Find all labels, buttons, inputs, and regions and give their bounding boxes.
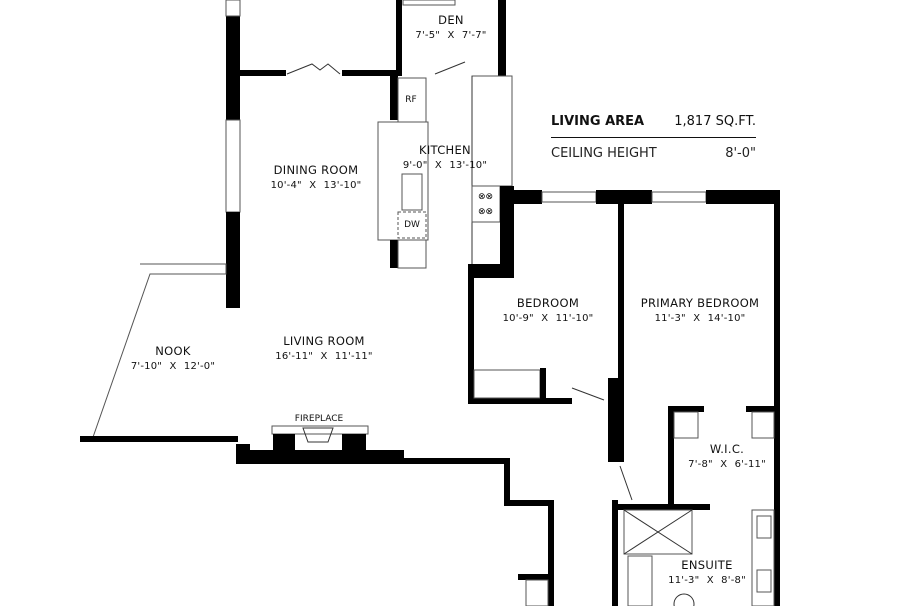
dining-window-top xyxy=(225,0,241,17)
bedroom-closet xyxy=(473,369,541,399)
room-name: BEDROOM xyxy=(516,296,580,310)
toilet xyxy=(673,593,695,606)
dining-left-wall-top xyxy=(226,0,240,75)
room-label-den: DEN 7'-5" X 7'-7" xyxy=(415,13,486,41)
room-label-nook: NOOK 7'-10" X 12'-0" xyxy=(131,344,215,372)
room-dimensions: 10'-9" X 11'-10" xyxy=(502,313,594,324)
dining-top-wall-left xyxy=(238,70,286,76)
hall-wall-b xyxy=(504,500,554,506)
bedroom-window xyxy=(541,191,597,203)
vanity-sink-2 xyxy=(756,569,772,593)
dining-window xyxy=(225,119,241,213)
room-label-bedroom: BEDROOM 10'-9" X 11'-10" xyxy=(503,296,594,324)
bedroom-door xyxy=(571,387,605,401)
kitchen-wall-lower xyxy=(390,240,398,268)
room-dimensions: 9'-0" X 13'-10" xyxy=(402,160,488,171)
refrigerator xyxy=(397,77,427,123)
vanity-sink-1 xyxy=(756,515,772,539)
room-label-kitchen: KITCHEN 9'-0" X 13'-10" xyxy=(403,143,487,171)
wic-top-wall-left xyxy=(668,406,704,412)
living-area-value: 1,817 SQ.FT. xyxy=(674,114,756,129)
bathtub xyxy=(627,555,653,606)
svg-text:⊗⊗: ⊗⊗ xyxy=(478,207,493,217)
fireplace-label: FIREPLACE xyxy=(294,414,344,424)
room-dimensions: 7'-5" X 7'-7" xyxy=(415,30,487,41)
fireplace-firebox xyxy=(302,427,334,443)
kitchen-counter-lower xyxy=(397,239,427,269)
wic-left-wall xyxy=(668,406,674,508)
den-door xyxy=(434,61,466,75)
room-label-primary-bedroom: PRIMARY BEDROOM 11'-3" X 14'-10" xyxy=(641,296,760,324)
room-label-wic: W.I.C. 7'-8" X 6'-11" xyxy=(688,442,766,470)
refrigerator-label: RF xyxy=(405,95,417,105)
bedroom-divider-wall xyxy=(618,204,624,380)
room-name: DEN xyxy=(438,13,464,27)
living-bottom-wall xyxy=(236,450,404,464)
dining-french-doors xyxy=(286,63,341,75)
room-dimensions: 7'-8" X 6'-11" xyxy=(688,459,766,470)
bedroom-left-wall xyxy=(468,264,474,404)
bedroom-top-wall-a xyxy=(512,190,542,204)
dining-left-wall xyxy=(226,70,240,120)
room-dimensions: 16'-11" X 11'-11" xyxy=(275,351,373,362)
room-dimensions: 11'-3" X 8'-8" xyxy=(668,575,746,586)
bedroom-top-wall-b xyxy=(596,190,652,204)
closet-wall xyxy=(540,368,546,402)
dishwasher xyxy=(397,211,427,239)
fireplace-right xyxy=(342,434,366,452)
room-name: NOOK xyxy=(155,344,191,358)
divider-wall-lower xyxy=(608,378,624,462)
primary-top-wall xyxy=(706,190,778,204)
linen-closet-wall xyxy=(518,574,550,580)
primary-right-wall xyxy=(774,190,780,606)
bedroom-bottom-wall xyxy=(468,398,572,404)
den-right-wall xyxy=(498,0,506,76)
kitchen-sink xyxy=(401,173,423,211)
room-label-living-room: LIVING ROOM 16'-11" X 11'-11" xyxy=(275,334,372,362)
fireplace-left xyxy=(273,434,295,452)
den-shelf xyxy=(402,0,456,6)
dining-left-wall-lower xyxy=(226,212,240,308)
svg-text:⊗⊗: ⊗⊗ xyxy=(478,192,493,202)
hall-wall-a xyxy=(504,458,510,506)
ensuite-top-wall xyxy=(618,504,710,510)
kitchen-right-wall xyxy=(500,186,514,268)
room-dimensions: 11'-3" X 14'-10" xyxy=(654,313,746,324)
ceiling-height-row: CEILING HEIGHT 8'-0" xyxy=(551,138,756,161)
primary-bedroom-window xyxy=(651,191,707,203)
nook-bottom-wall xyxy=(80,436,238,442)
kitchen-wall-upper xyxy=(390,76,398,120)
area-summary: LIVING AREA 1,817 SQ.FT. CEILING HEIGHT … xyxy=(551,114,756,161)
ensuite-left-wall xyxy=(612,500,618,606)
ceiling-height-value: 8'-0" xyxy=(725,146,756,161)
wic-shelf-right xyxy=(751,411,775,439)
ceiling-height-label: CEILING HEIGHT xyxy=(551,146,657,161)
room-label-dining-room: DINING ROOM 10'-4" X 13'-10" xyxy=(271,163,362,191)
dining-top-wall-right xyxy=(342,70,398,76)
hall-wall-c xyxy=(548,500,554,606)
living-area-row: LIVING AREA 1,817 SQ.FT. xyxy=(551,114,756,138)
bedroom-corner-wall xyxy=(468,264,514,278)
room-name: LIVING ROOM xyxy=(283,334,365,348)
wic-shelf-left xyxy=(673,411,699,439)
room-name: KITCHEN xyxy=(419,143,471,157)
room-name: PRIMARY BEDROOM xyxy=(640,296,760,310)
room-label-ensuite: ENSUITE 11'-3" X 8'-8" xyxy=(668,558,746,586)
room-name: W.I.C. xyxy=(709,442,745,456)
den-left-wall xyxy=(396,0,402,76)
fireplace-hearth xyxy=(271,425,369,435)
wic-top-wall-right xyxy=(746,406,778,412)
living-area-label: LIVING AREA xyxy=(551,114,645,129)
linen-closet xyxy=(525,579,549,606)
living-bottom-wall-right xyxy=(396,458,508,464)
room-name: ENSUITE xyxy=(681,558,733,572)
ensuite-door xyxy=(619,465,633,501)
room-dimensions: 7'-10" X 12'-0" xyxy=(130,361,216,372)
room-dimensions: 10'-4" X 13'-10" xyxy=(270,180,362,191)
room-name: DINING ROOM xyxy=(273,163,359,177)
dishwasher-label: DW xyxy=(404,220,420,230)
